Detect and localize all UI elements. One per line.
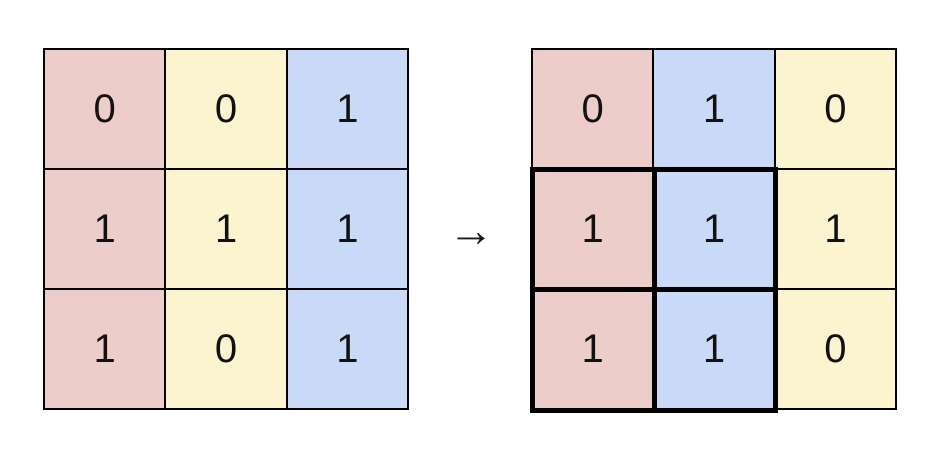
matrix-cell-r1c2: 0 [165, 49, 287, 169]
cell-value: 0 [214, 327, 238, 371]
matrix-cell-r2c3: 1 [286, 169, 408, 289]
matrix-cell-r1c3: 1 [286, 49, 408, 169]
matrix-cell-r3c3: 1 [286, 289, 408, 409]
cell-value: 1 [702, 207, 726, 251]
matrix-cell-r3c1: 1 [44, 289, 166, 409]
cell-value: 0 [214, 87, 238, 131]
matrix-cell-r3c2: 1 [653, 289, 775, 409]
cell-value: 1 [702, 327, 726, 371]
matrix-cell-r2c3: 1 [774, 169, 896, 289]
matrix-cell-r2c1: 1 [532, 169, 654, 289]
matrix-cell-r3c3: 0 [774, 289, 896, 409]
matrix-cell-r2c2: 1 [165, 169, 287, 289]
left-matrix: 0 0 1 1 1 1 1 0 1 [43, 48, 409, 410]
matrix-cell-r2c2: 1 [653, 169, 775, 289]
cell-value: 1 [336, 207, 359, 251]
cell-value: 0 [581, 87, 604, 131]
cell-value: 1 [336, 87, 359, 131]
cell-value: 1 [336, 327, 359, 371]
cell-value: 1 [214, 207, 238, 251]
matrix-cell-r2c1: 1 [44, 169, 166, 289]
cell-value: 1 [824, 207, 847, 251]
matrix-cell-r1c1: 0 [44, 49, 166, 169]
matrix-cell-r3c2: 0 [165, 289, 287, 409]
cell-value: 0 [93, 87, 116, 131]
right-arrow-icon: → [448, 204, 494, 256]
cell-value: 0 [824, 87, 847, 131]
cell-value: 1 [702, 87, 726, 131]
cell-value: 1 [93, 327, 116, 371]
cell-value: 1 [581, 207, 604, 251]
right-matrix: 0 1 0 1 1 1 1 1 0 [530, 48, 897, 413]
matrix-cell-r1c1: 0 [532, 49, 654, 169]
matrix-cell-r1c2: 1 [653, 49, 775, 169]
matrix-cell-r1c3: 0 [774, 49, 896, 169]
matrix-cell-r3c1: 1 [532, 289, 654, 409]
cell-value: 1 [93, 207, 116, 251]
cell-value: 0 [824, 327, 847, 371]
cell-value: 1 [581, 327, 604, 371]
